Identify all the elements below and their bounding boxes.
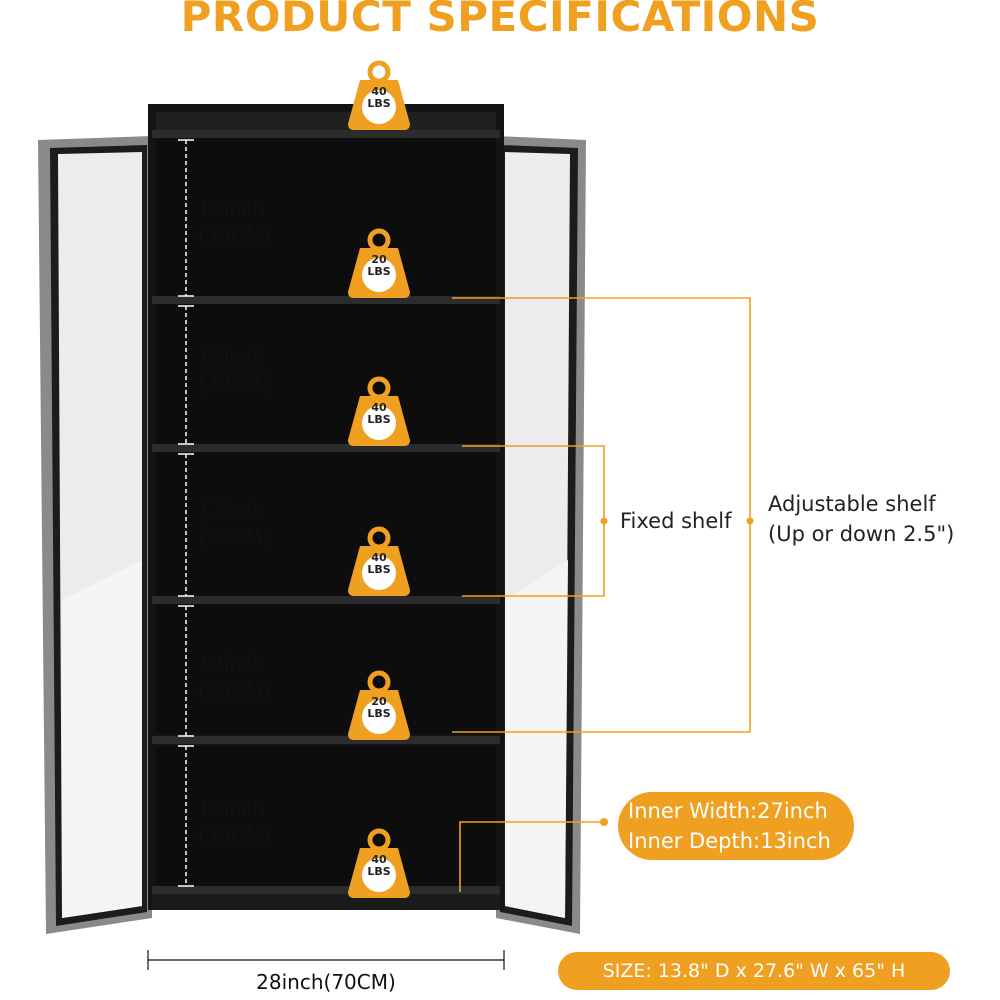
overall-width-label: 28inch(70CM): [256, 970, 396, 994]
height-cm: (30CM): [198, 524, 271, 548]
width-dimension-line: [147, 950, 505, 970]
height-cm: (30CM): [198, 823, 271, 847]
inner-size-pointer: [459, 821, 604, 892]
height-inch: 12inch: [198, 797, 266, 821]
size-badge: SIZE: 13.8" D x 27.6" W x 65" H: [558, 952, 950, 990]
base: [152, 894, 500, 910]
height-cm: (30CM): [198, 223, 271, 247]
inner-dimensions-badge: Inner Width:27inch Inner Depth:13inch: [618, 792, 854, 860]
height-inch: 12inch: [198, 345, 266, 369]
shelf-height-label: 12inch (30CM): [198, 651, 270, 703]
shelf-top: [152, 130, 500, 138]
weight-unit: LBS: [367, 707, 391, 720]
height-dimension-lines: [178, 139, 194, 887]
shelf-height-label: 12inch (30CM): [198, 196, 270, 248]
height-cm: (30CM): [198, 371, 271, 395]
right-glass-door: [496, 136, 586, 934]
page-title: PRODUCT SPECIFICATIONS: [180, 0, 820, 41]
weight-unit: LBS: [367, 97, 391, 110]
inner-width: Inner Width:27inch: [628, 799, 828, 823]
inner-depth: Inner Depth:13inch: [628, 829, 831, 853]
weight-unit: LBS: [367, 865, 391, 878]
shelf: [152, 296, 500, 304]
shelf-height-label: 12inch (30CM): [198, 497, 270, 549]
height-inch: 12inch: [198, 498, 266, 522]
weight-value: 20: [371, 253, 387, 266]
weight-value: 20: [371, 695, 387, 708]
shelf-height-label: 12inch (30CM): [198, 796, 270, 848]
shelf-bottom: [152, 886, 500, 894]
height-inch: 12inch: [198, 652, 266, 676]
adjustable-shelf-label: Adjustable shelf (Up or down 2.5"): [768, 489, 954, 549]
weight-value: 40: [371, 85, 387, 98]
shelf-height-label: 12inch (30CM): [198, 344, 270, 396]
weight-unit: LBS: [367, 413, 391, 426]
shelf: [152, 736, 500, 744]
fixed-shelf-label: Fixed shelf: [620, 509, 732, 533]
weight-unit: LBS: [367, 563, 391, 576]
weight-value: 40: [371, 551, 387, 564]
height-inch: 12inch: [198, 197, 266, 221]
shelf: [152, 596, 500, 604]
weight-value: 40: [371, 401, 387, 414]
height-cm: (30CM): [198, 678, 271, 702]
cabinet-body: [148, 104, 504, 910]
adjustable-bracket: [452, 297, 751, 733]
adjustable-shelf-title: Adjustable shelf: [768, 492, 936, 516]
left-glass-door: [38, 136, 152, 934]
shelf: [152, 444, 500, 452]
adjustable-shelf-range: (Up or down 2.5"): [768, 522, 955, 546]
weight-unit: LBS: [367, 265, 391, 278]
weight-value: 40: [371, 853, 387, 866]
